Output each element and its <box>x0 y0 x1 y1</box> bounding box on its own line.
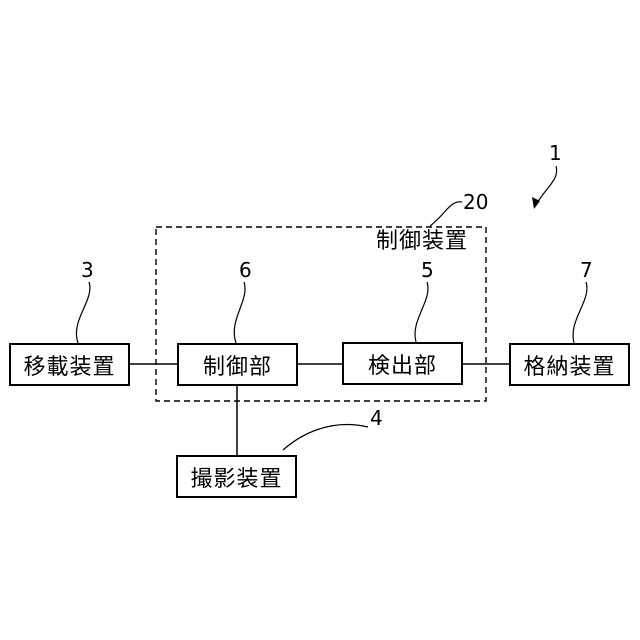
ref-20: 20 <box>463 192 488 212</box>
arrow-1 <box>536 166 557 205</box>
leader-3 <box>76 282 90 343</box>
transfer-device-label: 移載装置 <box>23 349 115 381</box>
storage-device-label: 格納装置 <box>523 349 615 381</box>
detector-label: 検出部 <box>368 348 437 380</box>
leader-7 <box>573 282 587 343</box>
transfer-device-box: 移載装置 <box>9 343 130 386</box>
leader-5 <box>415 282 428 342</box>
controller-box: 制御部 <box>177 343 298 386</box>
ref-5: 5 <box>421 260 434 280</box>
controller-label: 制御部 <box>203 349 272 381</box>
ref-7: 7 <box>580 260 593 280</box>
camera-device-box: 撮影装置 <box>176 455 297 498</box>
detector-box: 検出部 <box>342 342 463 385</box>
storage-device-box: 格納装置 <box>509 343 630 386</box>
ref-1: 1 <box>549 143 562 163</box>
control-device-label: 制御装置 <box>376 230 468 254</box>
arrow-1-head <box>532 197 540 209</box>
ref-3: 3 <box>81 260 94 280</box>
ref-6: 6 <box>239 260 252 280</box>
leader-4 <box>283 424 368 450</box>
leader-20 <box>430 202 462 226</box>
ref-4: 4 <box>370 408 383 428</box>
camera-device-label: 撮影装置 <box>190 461 282 493</box>
leader-6 <box>234 282 245 343</box>
